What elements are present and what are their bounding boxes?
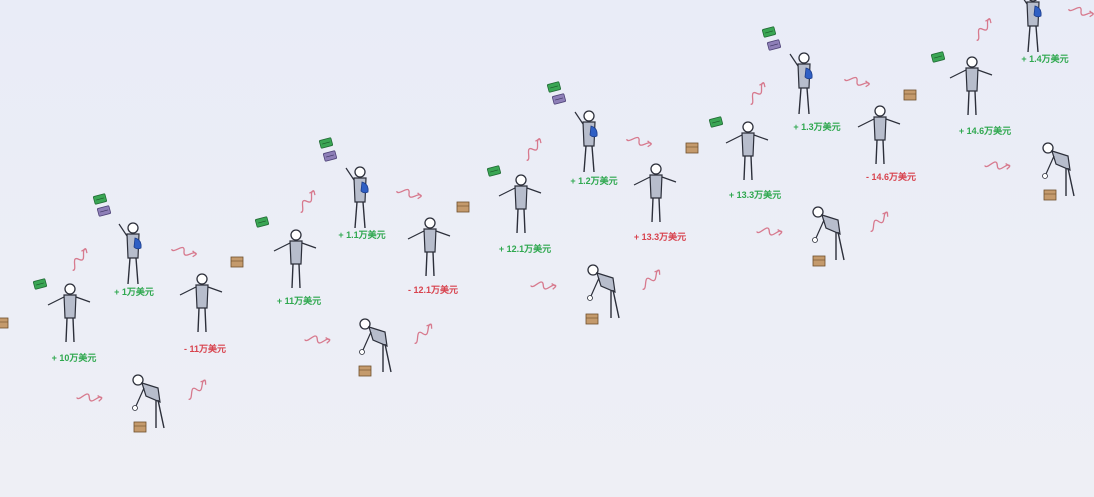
cycle-3: + 12.1万美元 + 1.2万美元 + 13.3万美元 xyxy=(486,81,699,325)
curly-arrow-icon xyxy=(983,156,1011,175)
seller-figure-1 xyxy=(47,283,91,343)
curly-arrow-icon xyxy=(294,189,321,214)
box-icon xyxy=(1043,189,1057,201)
buyer-income-label: + 1.3万美元 xyxy=(793,121,840,132)
buyer-income-label: + 1万美元 xyxy=(114,286,154,297)
money-icon xyxy=(708,116,724,128)
box-icon xyxy=(0,317,9,329)
buyer-figure-3 xyxy=(574,110,598,173)
money-icon xyxy=(254,216,270,228)
seller-income-label: + 11万美元 xyxy=(277,295,321,306)
seller-income-label: + 12.1万美元 xyxy=(499,243,551,254)
money-icon xyxy=(32,278,48,290)
money-icon xyxy=(551,93,567,105)
buyer-income-label: + 1.1万美元 xyxy=(338,229,385,240)
buyer-income-label: + 1.4万美元 xyxy=(1021,53,1068,64)
curly-arrow-icon xyxy=(1067,0,1094,23)
worker-figure-4 xyxy=(811,206,845,261)
box-icon xyxy=(812,255,826,267)
worker-figure-1 xyxy=(131,374,165,429)
curly-arrow-icon xyxy=(75,388,103,407)
money-icon xyxy=(486,165,502,177)
seller-figure-3 xyxy=(498,174,542,234)
money-icon xyxy=(318,137,334,149)
curly-arrow-icon xyxy=(744,81,771,106)
producer-figure-2 xyxy=(407,217,451,277)
box-icon xyxy=(585,313,599,325)
buyer-figure-1 xyxy=(118,222,142,285)
seller-income-label: + 14.6万美元 xyxy=(959,125,1011,136)
seller-figure-5 xyxy=(949,56,993,116)
cycle-4: + 13.3万美元 + 1.3万美元 - 14.6万美元 xyxy=(708,26,917,267)
money-icon xyxy=(761,26,777,38)
curly-arrow-icon xyxy=(66,247,93,272)
buyer-income-label: + 1.2万美元 xyxy=(570,175,617,186)
box-icon xyxy=(358,365,372,377)
seller-figure-2 xyxy=(273,229,317,289)
producer-cost-label: - 12.1万美元 xyxy=(408,284,458,295)
curly-arrow-icon xyxy=(755,222,783,241)
seller-income-label: + 13.3万美元 xyxy=(729,189,781,200)
curly-arrow-icon xyxy=(529,276,557,295)
box-icon xyxy=(903,89,917,101)
cycle-5: + 14.6万美元 + 1.4万美元 xyxy=(930,0,1094,201)
curly-arrow-icon xyxy=(637,268,665,291)
seller-income-label: + 10万美元 xyxy=(52,352,97,363)
cycle-1: + 10万美元 + 1万美元 - 11万美元 xyxy=(32,193,244,433)
curly-arrow-icon xyxy=(409,322,437,345)
box-icon xyxy=(685,142,699,154)
producer-cost-label: + 13.3万美元 xyxy=(634,231,686,242)
worker-figure-2 xyxy=(358,318,392,373)
curly-arrow-icon xyxy=(625,130,653,153)
worker-figure-3 xyxy=(586,264,620,319)
box-icon xyxy=(133,421,147,433)
buyer-figure-2 xyxy=(345,166,369,229)
producer-cost-label: - 14.6万美元 xyxy=(866,171,916,182)
box-icon xyxy=(456,201,470,213)
buyer-figure-4 xyxy=(789,52,813,115)
curly-arrow-icon xyxy=(865,210,893,233)
producer-figure-1 xyxy=(179,273,223,333)
curly-arrow-icon xyxy=(970,17,997,42)
money-icon xyxy=(766,39,782,51)
curly-arrow-icon xyxy=(395,182,423,205)
money-icon xyxy=(322,150,338,162)
money-icon xyxy=(96,205,112,217)
money-icon xyxy=(546,81,562,93)
curly-arrow-icon xyxy=(843,70,871,93)
curly-arrow-icon xyxy=(183,378,211,401)
producer-figure-4 xyxy=(857,105,901,165)
cycle-2: + 11万美元 + 1.1万美元 - 12.1万美元 xyxy=(254,137,470,377)
producer-cost-label: - 11万美元 xyxy=(184,343,226,354)
producer-figure-3 xyxy=(633,163,677,223)
curly-arrow-icon xyxy=(303,330,331,349)
curly-arrow-icon xyxy=(520,137,547,162)
buyer-figure-5 xyxy=(1018,0,1042,53)
box-icon xyxy=(230,256,244,268)
curly-arrow-icon xyxy=(170,240,198,263)
money-icon xyxy=(930,51,946,63)
worker-figure-5 xyxy=(1041,142,1075,197)
money-icon xyxy=(92,193,108,205)
seller-figure-4 xyxy=(725,121,769,181)
